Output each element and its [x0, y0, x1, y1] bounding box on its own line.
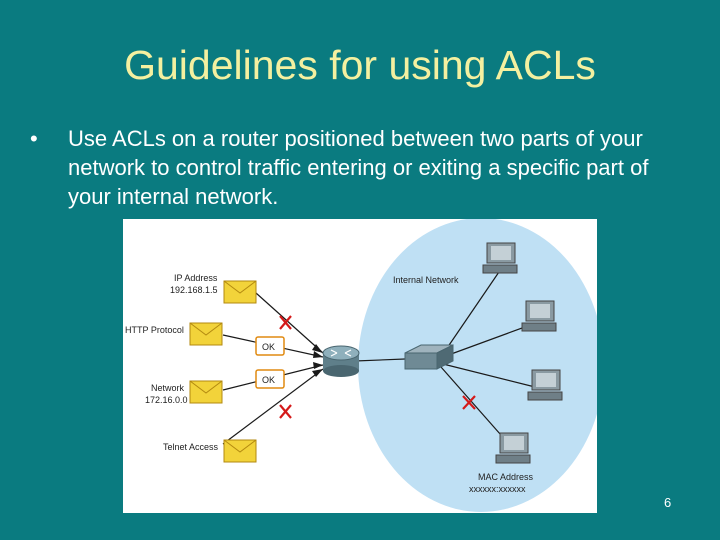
bullet-point: • Use ACLs on a router positioned betwee…: [30, 124, 670, 211]
packet-http-label: HTTP Protocol: [125, 325, 184, 335]
ok-label: OK: [262, 375, 275, 385]
bullet-text: Use ACLs on a router positioned between …: [68, 126, 649, 209]
packet-http: HTTP Protocol: [125, 322, 223, 346]
packet-ip-label: IP Address: [174, 273, 218, 283]
deny-mark-telnet: [279, 404, 292, 419]
link-router-switch: [354, 358, 406, 362]
link-pc4: [440, 366, 509, 444]
deny-mark-mac: [462, 395, 476, 410]
acl-network-diagram: Internal Network IP Address 192.168.1.5: [123, 219, 597, 513]
arrowhead-ip: [312, 344, 323, 353]
packet-network: Network 172.16.0.0: [145, 380, 223, 405]
packet-network-value: 172.16.0.0: [145, 395, 188, 405]
link-pc1: [442, 268, 502, 355]
packet-network-label: Network: [151, 383, 185, 393]
diagram-canvas: Internal Network IP Address 192.168.1.5: [125, 219, 597, 512]
internal-network-zone: [358, 219, 597, 512]
packet-ip: IP Address 192.168.1.5: [170, 273, 257, 304]
arrowhead-http: [313, 351, 323, 358]
link-pc3: [442, 363, 536, 388]
workstation-icon: [527, 369, 563, 401]
deny-mark-http: [279, 315, 292, 330]
switch-icon: [404, 344, 454, 370]
ok-badge-network: OK: [255, 369, 285, 389]
page-number: 6: [664, 495, 672, 510]
arrowhead-telnet: [312, 369, 323, 377]
arrow-telnet: [222, 368, 324, 445]
internal-network-label: Internal Network: [393, 275, 459, 285]
ok-label: OK: [262, 342, 275, 352]
workstation-icon: [482, 242, 518, 274]
mac-address-label: MAC Address: [478, 472, 534, 482]
workstation-icon: [521, 300, 557, 332]
router-icon: [322, 345, 360, 377]
link-pc2: [442, 323, 534, 358]
ok-badge-http: OK: [255, 336, 285, 356]
packet-telnet-label: Telnet Access: [163, 442, 219, 452]
bullet-marker: •: [30, 126, 38, 151]
packet-ip-value: 192.168.1.5: [170, 285, 218, 295]
mac-address-value: xxxxxx:xxxxxx: [469, 484, 526, 494]
packet-telnet: Telnet Access: [163, 439, 257, 463]
arrow-ip: [255, 292, 324, 354]
workstation-icon: [495, 432, 531, 464]
slide-title: Guidelines for using ACLs: [124, 42, 596, 88]
arrowhead-network: [313, 362, 323, 369]
